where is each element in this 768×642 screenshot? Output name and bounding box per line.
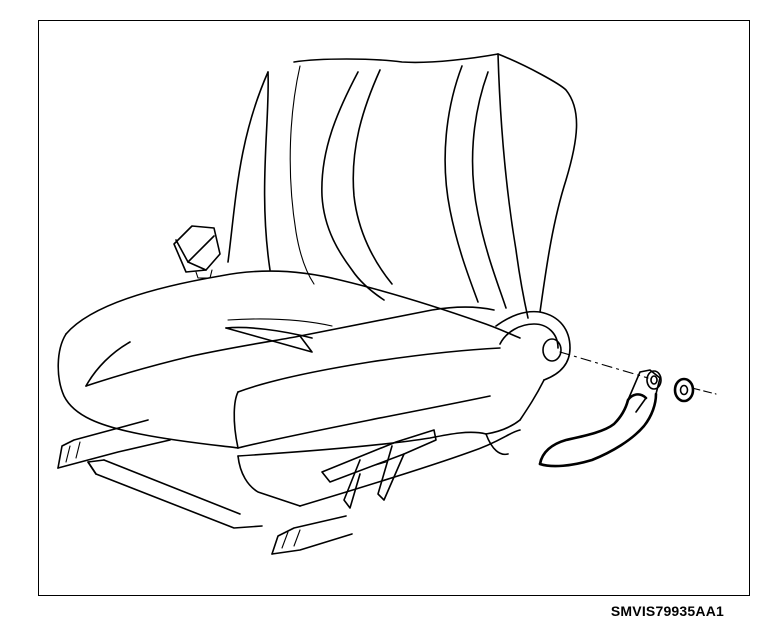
seatbelt-buckle — [173, 225, 221, 279]
seatback — [227, 53, 578, 319]
assembly-axis — [559, 351, 717, 395]
recliner-lever-handle — [538, 369, 662, 468]
figure-frame — [38, 20, 750, 596]
seat-cushion — [57, 270, 521, 449]
figure-code: SMVIS79935AA1 — [610, 603, 724, 619]
seat-side-frame — [237, 310, 571, 507]
slide-lever — [321, 429, 437, 509]
seat-rail-left — [57, 419, 171, 469]
seat-rail-right — [271, 515, 353, 555]
seat-rail-frame — [87, 459, 263, 529]
retaining-washer — [673, 377, 695, 403]
